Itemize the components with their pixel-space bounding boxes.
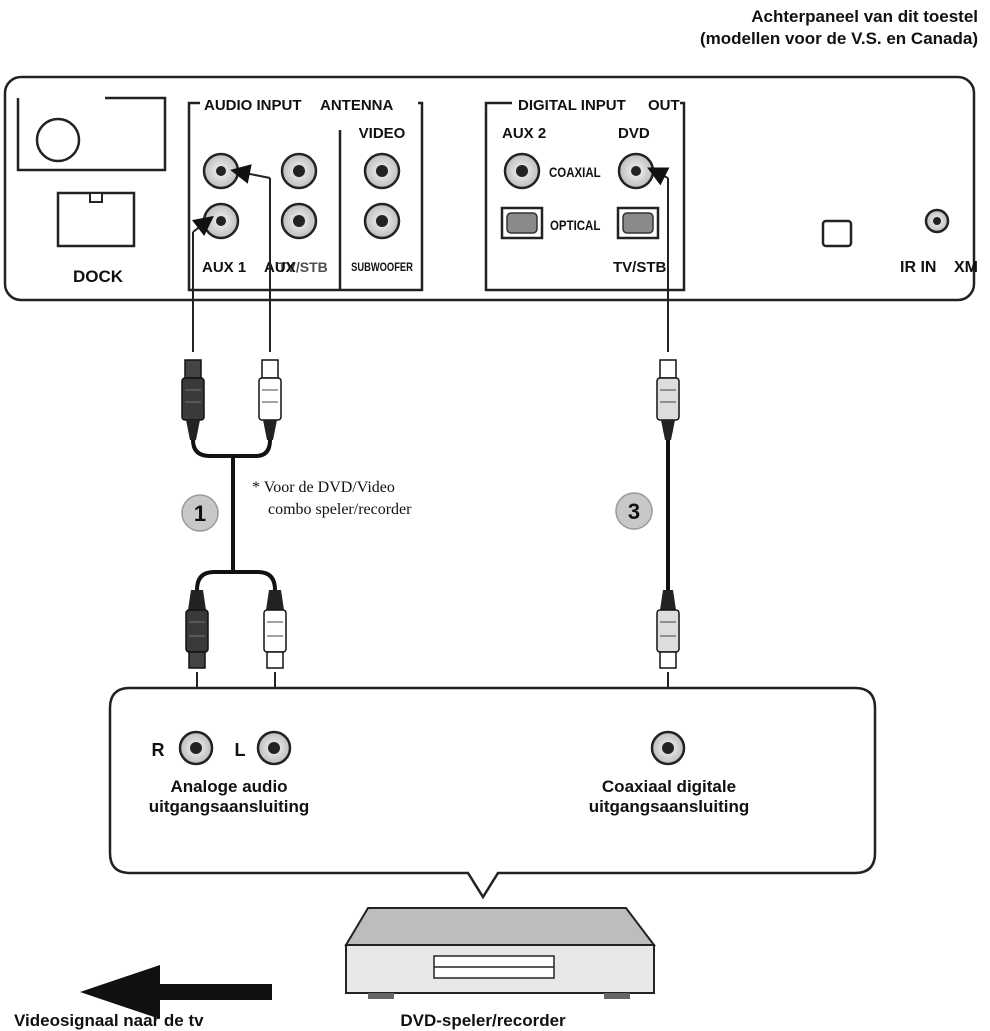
rear-panel: DOCK AUDIO INPUT ANTENNA VIDEO — [3, 75, 978, 302]
optical-label: OPTICAL — [550, 217, 601, 233]
tv-stb-overlap-label: TV/STB — [278, 259, 328, 275]
aux-label: AUX — [264, 259, 296, 276]
analog-jack-r — [178, 730, 214, 766]
dock-circle-icon — [35, 117, 81, 163]
subwoofer-label: SUBWOOFER — [351, 261, 413, 274]
audio-jack-bottom-left — [202, 202, 240, 240]
analog-jack-l — [256, 730, 292, 766]
audio-jack-bottom-right — [280, 202, 318, 240]
digital-tv-stb-label: TV/STB — [613, 259, 667, 276]
r-label: R — [152, 740, 165, 760]
dvd-label: DVD — [618, 125, 650, 142]
coax-output-line-2: uitgangsaansluiting — [589, 797, 750, 816]
coax-output-line-1: Coaxiaal digitale — [602, 777, 736, 796]
dock-section: DOCK — [16, 96, 167, 286]
dvd-output-callout: R L Analoge audio uitgangsaansluiting Co… — [108, 686, 877, 900]
audio-input-label: AUDIO INPUT — [204, 97, 302, 114]
dock-label: DOCK — [73, 267, 124, 286]
dvd-player-label: DVD-speler/recorder — [400, 1011, 566, 1030]
panel-outline — [3, 75, 976, 302]
optical-port-tv-stb — [616, 206, 660, 240]
aux1-label: AUX 1 — [202, 259, 246, 276]
coaxial-jack-aux2 — [503, 152, 541, 190]
coaxial-output-jack — [650, 730, 686, 766]
xm-label: XM — [954, 259, 978, 276]
ir-xm-section: IR IN XM — [821, 208, 978, 276]
video-jack — [363, 152, 401, 190]
coaxial-digital-cable — [647, 167, 680, 728]
aux2-label: AUX 2 — [502, 125, 546, 142]
digital-input-section: DIGITAL INPUT OUT AUX 2 DVD COAXIAL OPTI — [484, 97, 686, 292]
video-signal-arrow — [80, 965, 272, 1019]
digital-input-label: DIGITAL INPUT — [518, 97, 626, 114]
optical-port-aux2 — [500, 206, 544, 240]
video-signal-label: Videosignaal naar de tv — [14, 1011, 204, 1030]
callout-bubble — [108, 686, 877, 900]
coax-plug-bottom — [656, 590, 680, 669]
subwoofer-jack — [363, 202, 401, 240]
out-label: OUT — [648, 97, 680, 114]
coaxial-jack-dvd — [617, 152, 655, 190]
xm-port-icon — [821, 219, 853, 248]
dock-frame — [16, 96, 167, 172]
note-line-1: * Voor de DVD/Video — [252, 479, 395, 496]
rca-plug-bottom-red — [185, 590, 209, 669]
rca-plug-top-red — [181, 359, 205, 440]
audio-jack-top-left — [202, 152, 240, 190]
audio-jack-top-right — [280, 152, 318, 190]
badge-3-label: 3 — [628, 499, 640, 524]
coax-plug-top — [656, 359, 680, 440]
rca-plug-top-white — [258, 359, 282, 440]
title-line-1: Achterpaneel van dit toestel — [751, 7, 978, 26]
analog-output-line-2: uitgangsaansluiting — [149, 797, 310, 816]
note-line-2: combo speler/recorder — [268, 501, 412, 518]
dvd-player-illustration — [344, 907, 657, 999]
coaxial-label: COAXIAL — [549, 164, 601, 180]
ir-in-label: IR IN — [900, 259, 936, 276]
analog-output-line-1: Analoge audio — [170, 777, 287, 796]
step-badge-3: 3 — [615, 492, 653, 530]
antenna-label: ANTENNA — [320, 97, 393, 114]
video-label: VIDEO — [359, 125, 406, 142]
header-title: Achterpaneel van dit toestel (modellen v… — [700, 7, 978, 48]
left-arrow-icon — [80, 965, 272, 1019]
rca-plug-bottom-white — [263, 590, 287, 669]
combo-note: * Voor de DVD/Video combo speler/recorde… — [252, 479, 412, 518]
title-line-2: (modellen voor de V.S. en Canada) — [700, 29, 978, 48]
step-badge-1: 1 — [181, 494, 219, 532]
badge-1-label: 1 — [194, 501, 206, 526]
l-label: L — [235, 740, 246, 760]
